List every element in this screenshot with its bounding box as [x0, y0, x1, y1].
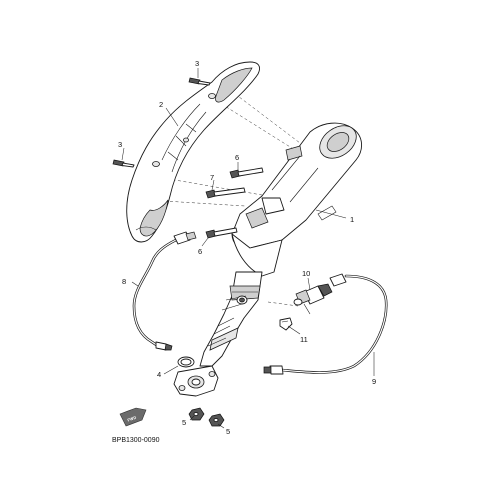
callout-8: 8: [122, 277, 126, 286]
bolt-6-upper[interactable]: [229, 167, 264, 179]
callouts: 3 2 3 6 7 1 6 8 10 11 4 9 5 5: [118, 59, 376, 436]
screw-3-lower[interactable]: [112, 159, 135, 168]
callout-4: 4: [157, 370, 161, 379]
clip-11[interactable]: [279, 317, 293, 331]
callout-10: 10: [302, 269, 310, 278]
fwd-label: FWD: [127, 415, 137, 423]
nut-5-left[interactable]: [188, 407, 205, 421]
callout-1: 1: [350, 215, 354, 224]
callout-3-lower: 3: [118, 140, 122, 149]
callout-5-left: 5: [182, 418, 186, 427]
callout-7: 7: [210, 173, 214, 182]
bolt-6-lower[interactable]: [205, 227, 238, 239]
callout-6-lower: 6: [198, 247, 202, 256]
nut-5-right[interactable]: [208, 413, 225, 427]
forward-direction-tag: FWD: [119, 407, 147, 427]
bolt-7[interactable]: [205, 187, 246, 199]
exhaust-pipe[interactable]: [173, 271, 263, 397]
callout-11: 11: [300, 335, 308, 344]
callout-6-upper: 6: [235, 153, 239, 162]
alignment-lines: [139, 83, 301, 307]
callout-3-upper: 3: [195, 59, 199, 68]
callout-5-right: 5: [226, 427, 230, 436]
muffler[interactable]: [231, 119, 362, 277]
drawing-code: BPB1300-0090: [112, 437, 160, 444]
screw-3-upper[interactable]: [188, 77, 211, 86]
oxygen-sensor-cable-9[interactable]: [263, 273, 388, 375]
gasket[interactable]: [177, 356, 195, 368]
oxygen-sensor-cable-8[interactable]: [132, 231, 197, 351]
heat-protector[interactable]: [126, 61, 261, 243]
callout-2: 2: [159, 100, 163, 109]
leader-lines: [121, 68, 375, 429]
sensor-10[interactable]: [293, 283, 333, 315]
callout-9: 9: [372, 377, 376, 386]
